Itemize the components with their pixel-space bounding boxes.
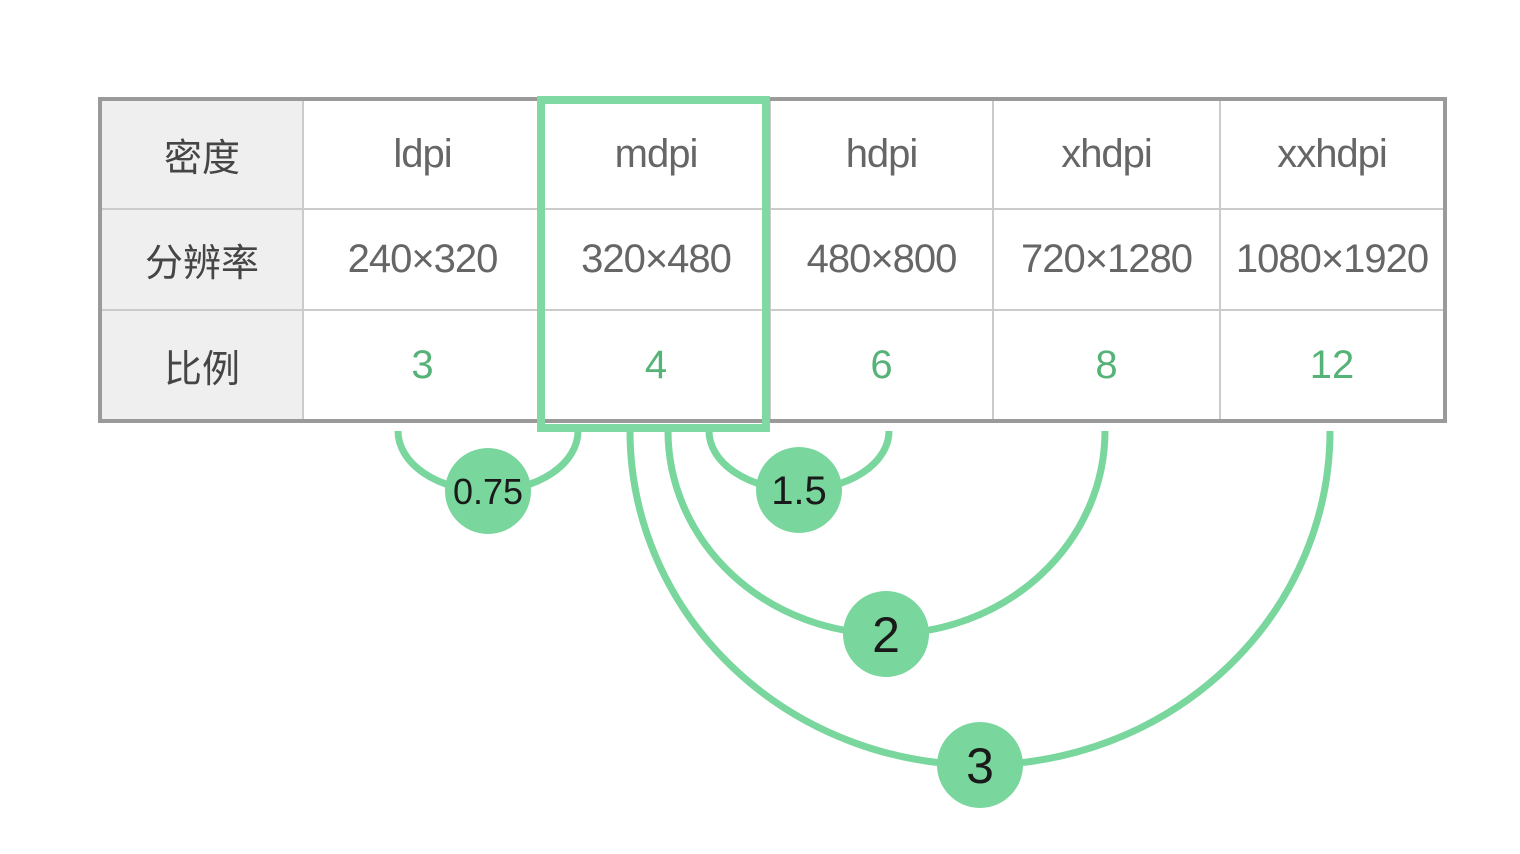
badge-circle-2 bbox=[843, 591, 929, 677]
ratio-cell-xxhdpi: 12 bbox=[1219, 309, 1446, 422]
density-cell-xhdpi: xhdpi bbox=[992, 98, 1221, 210]
multiplier-badge-0-75: 0.75 bbox=[445, 448, 531, 534]
badge-label-3: 3 bbox=[966, 738, 994, 794]
resolution-cell-hdpi: 480×800 bbox=[769, 208, 994, 311]
ratio-cell-ldpi: 3 bbox=[302, 309, 543, 422]
multiplier-badge-1-5: 1.5 bbox=[756, 447, 842, 533]
badge-label-0-75: 0.75 bbox=[453, 471, 523, 512]
row-label-ratio: 比例 bbox=[99, 309, 304, 422]
badge-circle-0-75 bbox=[445, 448, 531, 534]
multiplier-badge-2: 2 bbox=[843, 591, 929, 677]
ratio-cell-hdpi: 6 bbox=[769, 309, 994, 422]
badge-circle-3 bbox=[937, 722, 1023, 808]
table-row-ratio: 比例 3 4 6 8 12 bbox=[99, 309, 1446, 422]
resolution-cell-xhdpi: 720×1280 bbox=[992, 208, 1221, 311]
density-cell-xxhdpi: xxhdpi bbox=[1219, 98, 1446, 210]
density-cell-ldpi: ldpi bbox=[302, 98, 543, 210]
table-row-resolution: 分辨率 240×320 320×480 480×800 720×1280 108… bbox=[99, 208, 1446, 311]
resolution-cell-xxhdpi: 1080×1920 bbox=[1219, 208, 1446, 311]
ratio-cell-mdpi: 4 bbox=[541, 309, 771, 422]
row-label-resolution: 分辨率 bbox=[99, 208, 304, 311]
ratio-cell-xhdpi: 8 bbox=[992, 309, 1221, 422]
badge-label-2: 2 bbox=[872, 607, 900, 663]
arc-mdpi-to-xxhdpi bbox=[626, 430, 1334, 769]
density-table: 密度 ldpi mdpi hdpi xhdpi xxhdpi 分辨率 240×3… bbox=[98, 97, 1447, 423]
resolution-cell-ldpi: 240×320 bbox=[302, 208, 543, 311]
badge-circle-1-5 bbox=[756, 447, 842, 533]
multiplier-badge-3: 3 bbox=[937, 722, 1023, 808]
badge-label-1-5: 1.5 bbox=[771, 469, 827, 513]
density-cell-mdpi: mdpi bbox=[541, 98, 771, 210]
row-label-density: 密度 bbox=[99, 98, 304, 210]
table-row-density: 密度 ldpi mdpi hdpi xhdpi xxhdpi bbox=[99, 98, 1446, 210]
resolution-cell-mdpi: 320×480 bbox=[541, 208, 771, 311]
density-cell-hdpi: hdpi bbox=[769, 98, 994, 210]
